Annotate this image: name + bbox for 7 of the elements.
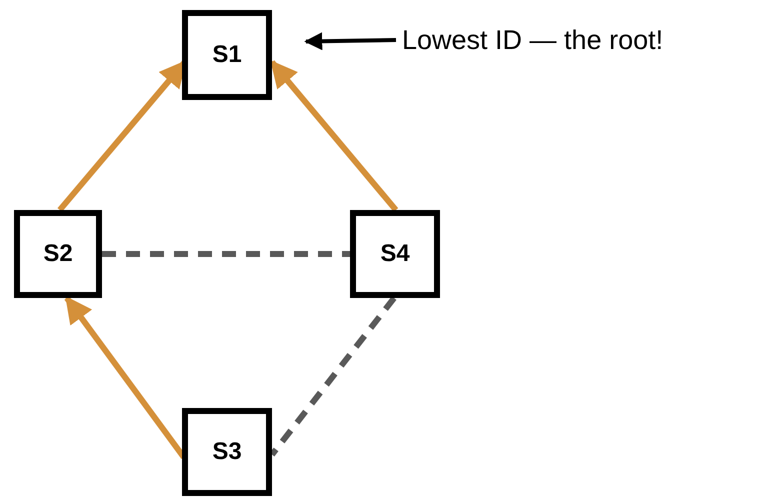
switch-box: S3 — [182, 408, 272, 496]
arrow — [304, 32, 396, 50]
switch-box: S2 — [14, 210, 102, 298]
annotation-text: Lowest ID — the root! — [402, 24, 664, 57]
connector-line — [102, 251, 350, 257]
switch-box: S4 — [350, 210, 440, 298]
switch-box: S1 — [182, 10, 272, 100]
